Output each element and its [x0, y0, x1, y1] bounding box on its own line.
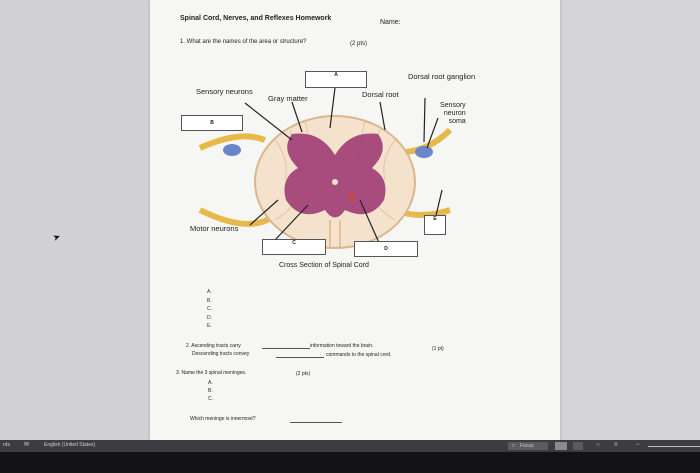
question-2-line-1-end: information toward the brain.	[310, 343, 374, 349]
focus-icon: □	[512, 443, 516, 449]
answer-box-c[interactable]: C	[262, 239, 326, 255]
diagram-caption: Cross Section of Spinal Cord	[279, 262, 369, 269]
answer-box-d[interactable]: D	[354, 241, 418, 257]
meninge-item: C.	[208, 396, 213, 402]
central-canal	[332, 179, 338, 185]
question-3-points: (2 pts)	[296, 371, 311, 377]
gray-matter	[284, 133, 386, 218]
dorsal-root-label: Dorsal root	[362, 90, 399, 99]
question-3-items: A. B. C.	[208, 379, 213, 403]
question-1-text: 1. What are the names of the area or str…	[180, 39, 307, 45]
status-words-partial: rds	[3, 442, 10, 448]
accessibility-icon[interactable]: ≡	[614, 442, 618, 448]
answer-list-item: D.	[207, 314, 212, 321]
answer-list-item: C.	[207, 306, 212, 312]
gray-matter-label: Gray matter	[268, 94, 308, 103]
sensory-neuron-soma-label: Sensory neuron soma	[440, 102, 466, 125]
sensory-neurons-label: Sensory neurons	[196, 87, 253, 96]
question-2-blank-1[interactable]	[262, 348, 310, 349]
print-layout-view-icon[interactable]	[555, 442, 567, 450]
question-4-text: Which meninge is innermost?	[190, 416, 256, 422]
answer-box-a[interactable]: A	[305, 71, 367, 88]
monitor-bezel	[0, 452, 700, 473]
answer-list-item: B.	[207, 297, 212, 304]
answer-box-b[interactable]: B	[181, 115, 243, 131]
right-ganglion	[415, 146, 433, 158]
spinal-cord-diagram	[198, 87, 453, 249]
document-title: Spinal Cord, Nerves, and Reflexes Homewo…	[180, 15, 332, 22]
web-layout-view-icon[interactable]	[573, 442, 583, 450]
answer-list-item: E.	[207, 323, 212, 329]
read-mode-icon[interactable]: ○	[596, 442, 600, 448]
proofing-icon[interactable]: ✉	[24, 442, 30, 448]
answer-box-e[interactable]: E	[424, 215, 446, 235]
language-status[interactable]: English (United States)	[44, 442, 96, 448]
name-label: Name:	[380, 19, 401, 26]
meninge-item: B.	[208, 388, 213, 394]
question-1-points: (2 pts)	[350, 41, 368, 47]
meninge-item: A.	[208, 380, 213, 386]
dorsal-root-ganglion-label: Dorsal root ganglion	[408, 72, 476, 81]
status-bar: rds ✉ English (United States) □ Focus ○ …	[0, 440, 700, 452]
left-dorsal-nerve	[198, 133, 267, 151]
question-2-line-2-end: commands to the spinal cord.	[326, 352, 392, 358]
zoom-slider[interactable]	[648, 446, 700, 447]
question-2-blank-2[interactable]	[276, 357, 324, 358]
focus-button[interactable]: □ Focus	[508, 442, 548, 450]
right-canvas-margin	[560, 0, 700, 440]
right-dorsal-nerve	[404, 127, 453, 155]
motor-neuron-dot	[349, 194, 355, 200]
left-ganglion	[223, 144, 241, 156]
motor-neurons-label: Motor neurons	[190, 224, 239, 233]
answer-list: A. B. C. D. E.	[207, 288, 212, 331]
question-2-line-1: 2. Ascending tracts carry	[186, 343, 241, 349]
answer-list-item: A.	[207, 289, 212, 295]
ventral-fissure	[329, 220, 341, 248]
question-2-points: (1 pt)	[432, 346, 444, 352]
zoom-out-icon[interactable]: −	[636, 442, 640, 448]
question-4-blank[interactable]	[290, 422, 342, 423]
question-3-text: 3. Name the 3 spinal meninges.	[176, 370, 247, 376]
left-canvas-margin	[0, 0, 150, 440]
question-2-line-2: Descending tracts convey	[192, 351, 250, 357]
